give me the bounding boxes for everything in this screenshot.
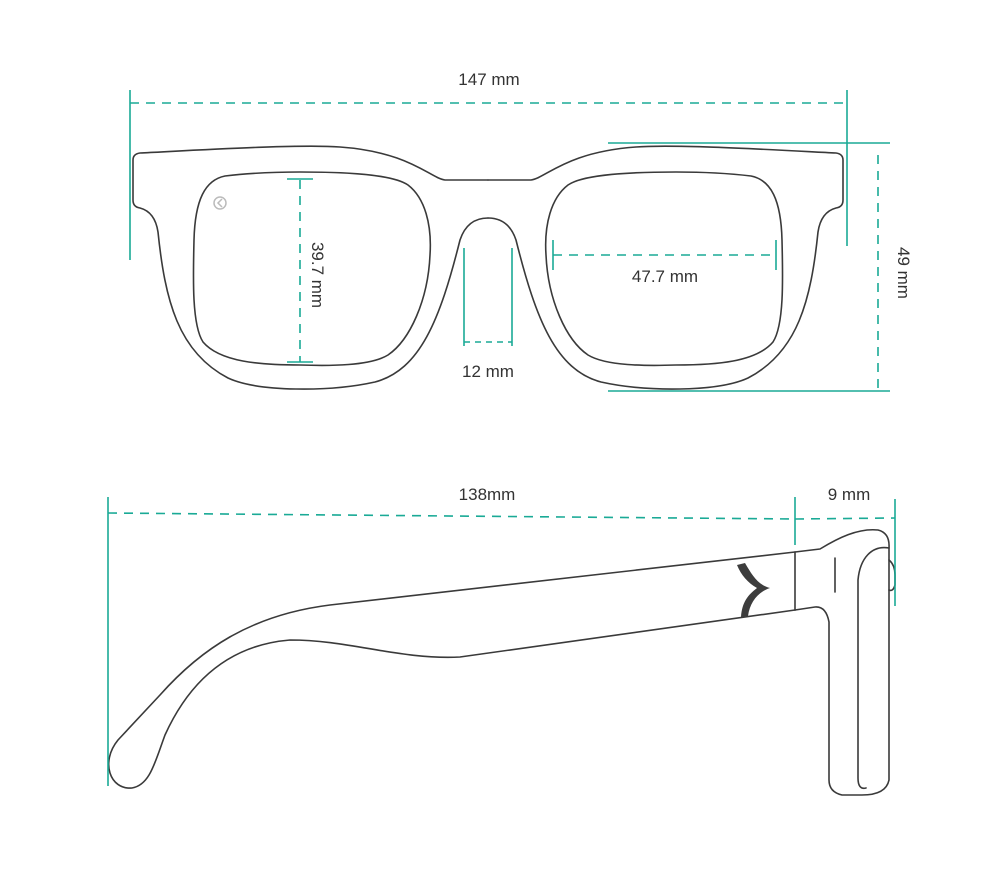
lens-width-dimension: 47.7 mm — [552, 240, 777, 286]
lens-edge-side — [857, 546, 890, 790]
frame-outline-right — [487, 145, 844, 390]
lens-width-label: 47.7 mm — [632, 267, 698, 286]
lens-height-label: 39.7 mm — [308, 242, 327, 308]
lens-height-dimension: 39.7 mm — [287, 178, 327, 363]
brand-logo-icon — [213, 196, 227, 210]
nose-pad-side — [888, 559, 896, 592]
temple-length-dimension: 138mm — [107, 485, 796, 786]
temple-arm-outline — [107, 551, 796, 789]
front-view: 147 mm 49 mm 39.7 mm 47.7 mm 12 — [129, 70, 913, 392]
bridge-width-label: 12 mm — [462, 362, 514, 381]
front-depth-label: 9 mm — [828, 485, 871, 504]
total-width-label: 147 mm — [458, 70, 519, 89]
side-view: 138mm 9 mm — [107, 485, 896, 796]
bridge-width-dimension: 12 mm — [462, 248, 514, 381]
frame-height-label: 49 mm — [894, 247, 913, 299]
frame-outline-left — [132, 145, 489, 390]
front-depth-dimension: 9 mm — [794, 485, 896, 606]
temple-length-label: 138mm — [459, 485, 516, 504]
temple-accent-mark — [737, 563, 770, 617]
total-width-dimension: 147 mm — [129, 70, 848, 260]
frame-height-dimension: 49 mm — [608, 142, 913, 392]
front-frame-side-outline — [794, 528, 890, 796]
